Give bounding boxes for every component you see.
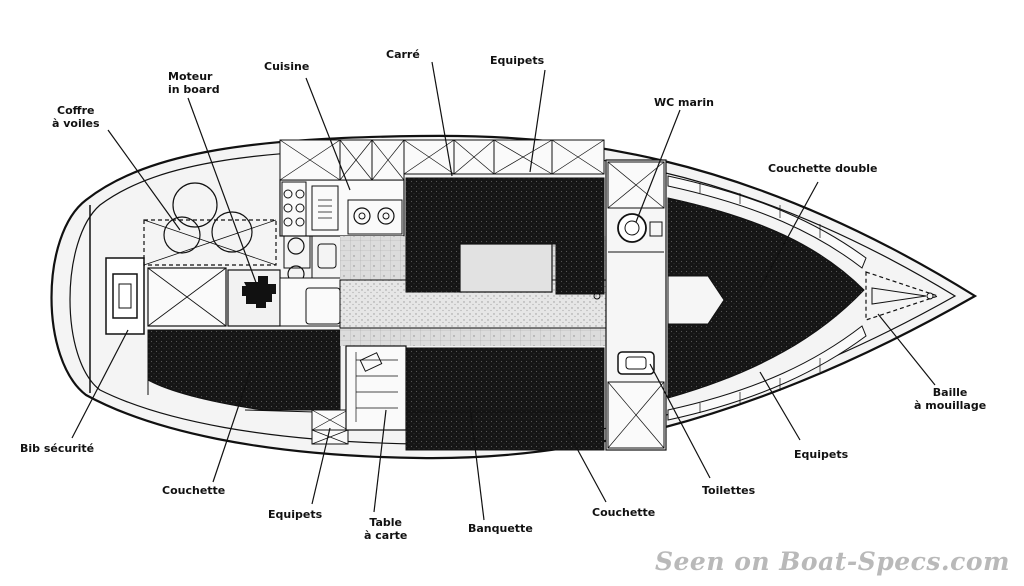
label-carre: Carré bbox=[386, 48, 420, 61]
couchette-double bbox=[667, 197, 865, 399]
table-a-carte bbox=[345, 345, 407, 431]
label-equipets-bottom: Equipets bbox=[268, 508, 323, 521]
coffre-a-voiles bbox=[143, 219, 277, 266]
carre-table bbox=[459, 243, 553, 293]
wc-marin bbox=[617, 213, 647, 243]
label-equipets-right: Equipets bbox=[794, 448, 849, 461]
label-couchette-double: Couchette double bbox=[768, 162, 878, 175]
label-equipets-top: Equipets bbox=[490, 54, 545, 67]
baille-a-mouillage bbox=[865, 271, 940, 321]
label-toilettes: Toilettes bbox=[702, 484, 756, 497]
label-couchette-bottom-left: Couchette bbox=[162, 484, 226, 497]
label-wc-marin: WC marin bbox=[654, 96, 714, 109]
label-couchette-bottom-right: Couchette bbox=[592, 506, 656, 519]
label-banquette: Banquette bbox=[468, 522, 533, 535]
label-cuisine: Cuisine bbox=[264, 60, 310, 73]
carre-settee-top bbox=[405, 177, 605, 295]
moteur-in-board bbox=[242, 276, 276, 308]
label-bib-securite: Bib sécurité bbox=[20, 442, 95, 455]
bib-securite-box bbox=[105, 257, 145, 335]
banquette bbox=[405, 347, 605, 413]
couchette-aft-left bbox=[147, 329, 341, 411]
watermark: Seen on Boat-Specs.com bbox=[654, 547, 1010, 576]
toilettes-basin bbox=[617, 351, 655, 375]
